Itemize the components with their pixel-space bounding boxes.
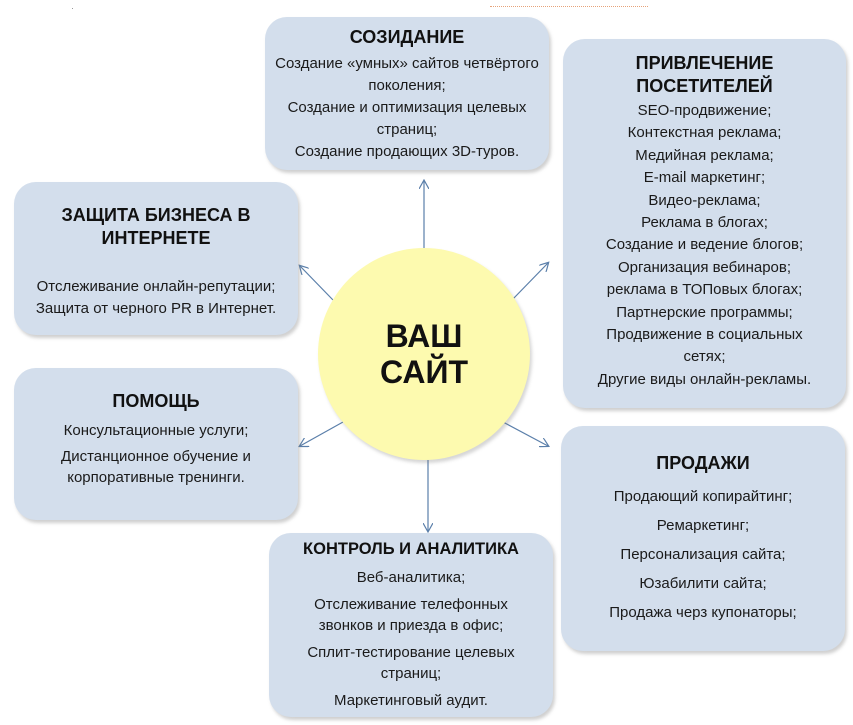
list-item: Юзабилити сайта;	[639, 575, 767, 592]
list-item: Другие виды онлайн-рекламы.	[597, 370, 812, 388]
list-item: Ремаркетинг;	[656, 517, 750, 534]
list-item: SEO-продвижение;	[637, 102, 772, 119]
list-item: Персонализация сайта;	[620, 546, 786, 563]
list-item: Реклама в блогах;	[641, 214, 768, 232]
box-zashchita: ЗАЩИТА БИЗНЕСА В ИНТЕРНЕТЕ Отслеживание …	[14, 182, 298, 335]
list-item: Маркетинговый аудит.	[334, 691, 488, 709]
center-circle: ВАШ САЙТ	[318, 248, 530, 460]
dotted-rule	[490, 6, 648, 7]
arrow-to-zashchita	[300, 266, 334, 301]
stray-dot	[72, 8, 73, 9]
list-item: Медийная реклама;	[635, 146, 774, 164]
list-item: Защита от черного PR в Интернет.	[35, 300, 277, 317]
list-item: Видео-реклама;	[648, 191, 761, 209]
arrow-to-pomoshch	[300, 421, 344, 446]
list-item: Создание продающих 3D-туров.	[294, 143, 520, 160]
box-prodazhi: ПРОДАЖИ Продающий копирайтинг; Ремаркети…	[561, 426, 845, 651]
list-item: Продающий копирайтинг;	[613, 488, 793, 505]
box-title-kontrol: КОНТРОЛЬ И АНАЛИТИКА	[303, 540, 519, 558]
box-privlechenie: ПРИВЛЕЧЕНИЕ ПОСЕТИТЕЛЕЙ SEO-продвижение;…	[563, 39, 846, 408]
arrow-to-prodazhi	[502, 421, 548, 446]
box-title-privlechenie: ПРИВЛЕЧЕНИЕ ПОСЕТИТЕЛЕЙ	[635, 53, 774, 96]
list-item: Создание «умных» сайтов четвёртого покол…	[275, 55, 539, 94]
list-item: Продажа черз купонаторы;	[609, 604, 797, 621]
box-title-zashchita: ЗАЩИТА БИЗНЕСА В ИНТЕРНЕТЕ	[61, 205, 251, 248]
list-item: Сплит-тестирование целевых страниц;	[307, 643, 515, 683]
list-item: E-mail маркетинг;	[643, 169, 766, 187]
box-title-sozidanie: СОЗИДАНИЕ	[349, 27, 465, 47]
box-title-pomoshch: ПОМОЩЬ	[112, 391, 200, 411]
list-item: реклама в ТОПовых блогах;	[606, 281, 803, 299]
box-kontrol: КОНТРОЛЬ И АНАЛИТИКА Веб-аналитика; Отсл…	[269, 533, 553, 717]
list-item: Контекстная реклама;	[627, 124, 782, 142]
box-sozidanie: СОЗИДАНИЕ Создание «умных» сайтов четвёр…	[265, 17, 549, 170]
arrow-to-privlechenie	[511, 263, 548, 301]
list-item: Дистанционное обучение и корпоративные т…	[61, 448, 251, 486]
list-item: Партнерские программы;	[616, 303, 793, 321]
box-pomoshch: ПОМОЩЬ Консультационные услуги; Дистанци…	[14, 368, 298, 520]
list-item: Создание и оптимизация целевых страниц;	[287, 99, 527, 138]
list-item: Консультационные услуги;	[63, 422, 249, 439]
list-item: Создание и ведение блогов;	[605, 236, 804, 254]
list-item: Организация вебинаров;	[617, 258, 792, 276]
list-item: Отслеживание онлайн-репутации;	[36, 278, 276, 295]
list-item: Отслеживание телефонных звонков и приезд…	[314, 595, 508, 635]
box-title-prodazhi: ПРОДАЖИ	[656, 453, 750, 473]
center-title: ВАШ САЙТ	[380, 318, 468, 390]
list-item: Продвижение в социальных сетях;	[606, 326, 803, 366]
list-item: Веб-аналитика;	[356, 569, 466, 586]
